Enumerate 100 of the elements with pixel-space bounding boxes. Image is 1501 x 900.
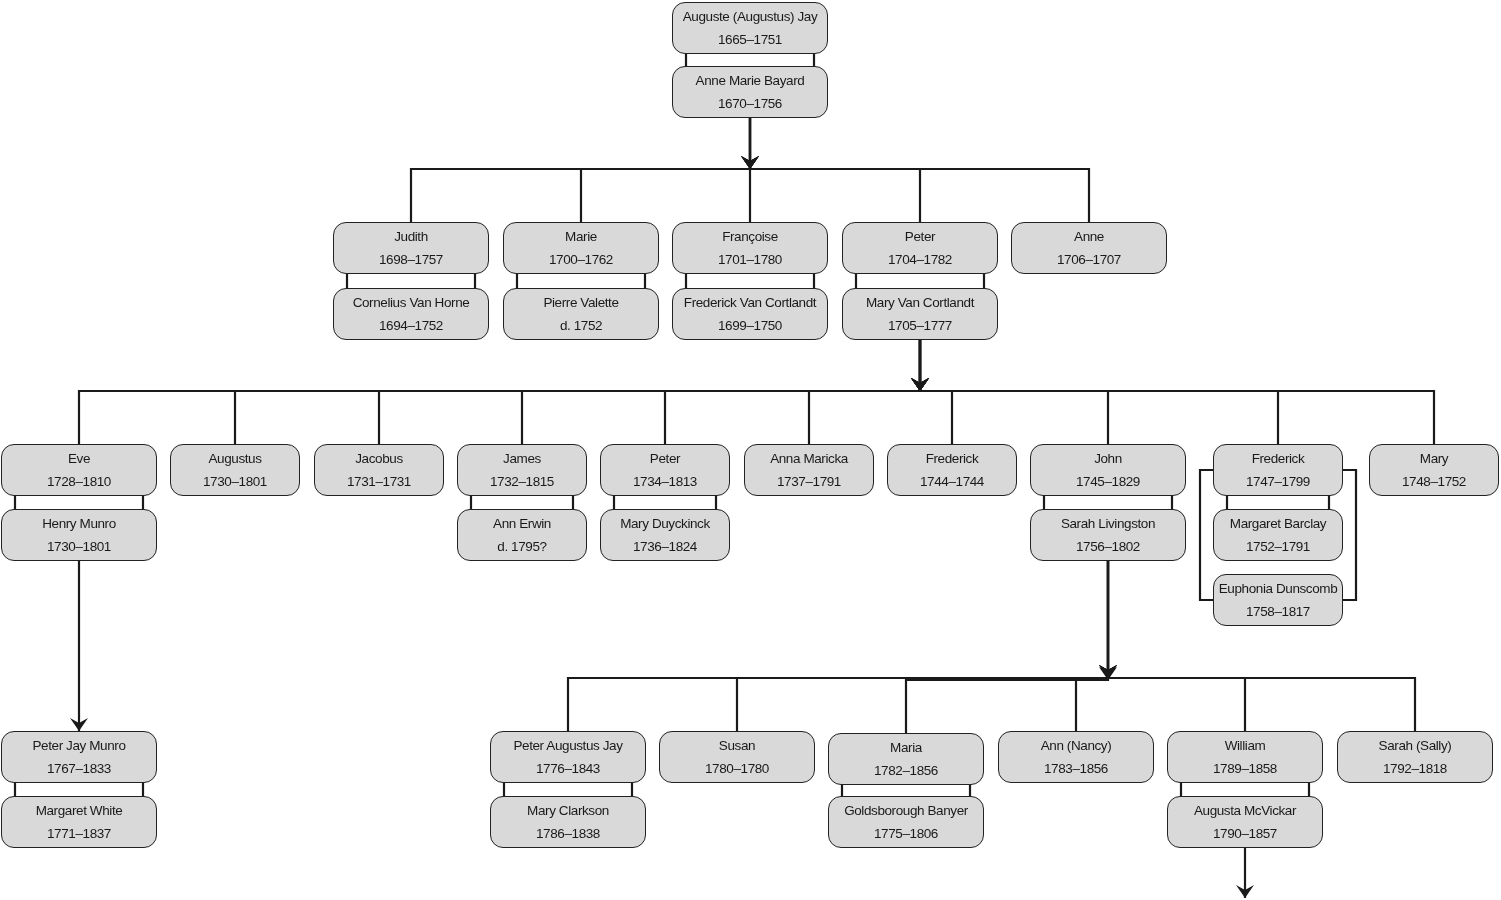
person-name: Peter bbox=[904, 228, 936, 246]
life-dates: d. 1795? bbox=[497, 538, 547, 556]
person-name: Goldsborough Banyer bbox=[844, 802, 968, 820]
person-box bbox=[600, 444, 730, 496]
person-box bbox=[998, 731, 1154, 783]
person-box bbox=[457, 509, 587, 561]
spouse-link bbox=[840, 783, 972, 798]
person-box bbox=[672, 66, 828, 118]
person-name: Peter Augustus Jay bbox=[513, 737, 623, 755]
person-name: Mary Clarkson bbox=[527, 802, 609, 820]
life-dates: 1705–1777 bbox=[888, 317, 952, 335]
life-dates: 1758–1817 bbox=[1246, 603, 1310, 621]
life-dates: 1736–1824 bbox=[633, 538, 697, 556]
person-box bbox=[503, 288, 659, 340]
arrow bbox=[1236, 848, 1254, 898]
life-dates: 1730–1801 bbox=[203, 473, 267, 491]
person-box bbox=[1, 509, 157, 561]
spouse-link bbox=[854, 272, 986, 290]
life-dates: 1747–1799 bbox=[1246, 473, 1310, 491]
person-name: Margaret Barclay bbox=[1229, 515, 1327, 533]
spouse-bracket bbox=[1198, 468, 1358, 602]
person-box bbox=[1167, 731, 1323, 783]
person-name: Ann Erwin bbox=[493, 515, 551, 533]
person-box bbox=[1167, 796, 1323, 848]
life-dates: 1744–1744 bbox=[920, 473, 984, 491]
connector bbox=[1099, 561, 1417, 731]
person-box bbox=[1213, 509, 1343, 561]
person-box bbox=[828, 796, 984, 848]
person-box bbox=[828, 733, 984, 785]
person-name: Frederick bbox=[925, 450, 979, 468]
person-name: Judith bbox=[394, 228, 428, 246]
person-box bbox=[1011, 222, 1167, 274]
person-name: Mary bbox=[1419, 450, 1449, 468]
person-name: Mary Van Cortlandt bbox=[865, 294, 975, 312]
person-name: Ann (Nancy) bbox=[1040, 737, 1112, 755]
life-dates: d. 1752 bbox=[559, 317, 603, 335]
spouse-link bbox=[515, 272, 647, 290]
life-dates: 1790–1857 bbox=[1213, 825, 1277, 843]
person-name: Marie bbox=[565, 228, 597, 246]
life-dates: 1780–1780 bbox=[705, 760, 769, 778]
person-box bbox=[457, 444, 587, 496]
person-box bbox=[333, 288, 489, 340]
arrow bbox=[70, 561, 88, 731]
person-name: Françoise bbox=[722, 228, 778, 246]
life-dates: 1700–1762 bbox=[549, 251, 613, 269]
person-name: Peter bbox=[649, 450, 681, 468]
life-dates: 1756–1802 bbox=[1076, 538, 1140, 556]
life-dates: 1745–1829 bbox=[1076, 473, 1140, 491]
life-dates: 1776–1843 bbox=[536, 760, 600, 778]
person-name: Anna Maricka bbox=[770, 450, 848, 468]
life-dates: 1732–1815 bbox=[490, 473, 554, 491]
life-dates: 1783–1856 bbox=[1044, 760, 1108, 778]
person-box bbox=[842, 222, 998, 274]
life-dates: 1775–1806 bbox=[874, 825, 938, 843]
person-box bbox=[744, 444, 874, 496]
spouse-link bbox=[684, 272, 816, 290]
person-name: Auguste (Augustus) Jay bbox=[682, 8, 818, 26]
life-dates: 1748–1752 bbox=[1402, 473, 1466, 491]
person-name: Margaret White bbox=[35, 802, 123, 820]
spouse-link bbox=[13, 494, 145, 511]
life-dates: 1789–1858 bbox=[1213, 760, 1277, 778]
spouse-link bbox=[13, 781, 145, 798]
life-dates: 1782–1856 bbox=[874, 762, 938, 780]
person-name: Maria bbox=[890, 739, 922, 757]
person-box bbox=[1337, 731, 1493, 783]
person-box bbox=[490, 731, 646, 783]
life-dates: 1734–1813 bbox=[633, 473, 697, 491]
person-box bbox=[842, 288, 998, 340]
life-dates: 1706–1707 bbox=[1057, 251, 1121, 269]
life-dates: 1767–1833 bbox=[47, 760, 111, 778]
person-box bbox=[1, 731, 157, 783]
life-dates: 1786–1838 bbox=[536, 825, 600, 843]
life-dates: 1699–1750 bbox=[718, 317, 782, 335]
spouse-link bbox=[1179, 781, 1311, 798]
person-name: Euphonia Dunscomb bbox=[1218, 580, 1338, 598]
person-box bbox=[600, 509, 730, 561]
connector bbox=[741, 118, 1091, 222]
person-name: Anne bbox=[1074, 228, 1104, 246]
spouse-link bbox=[684, 52, 816, 68]
spouse-link bbox=[469, 494, 575, 511]
person-box bbox=[503, 222, 659, 274]
person-name: Henry Munro bbox=[42, 515, 116, 533]
life-dates: 1737–1791 bbox=[777, 473, 841, 491]
life-dates: 1792–1818 bbox=[1383, 760, 1447, 778]
spouse-link bbox=[1042, 494, 1174, 511]
person-box bbox=[672, 2, 828, 54]
person-name: Augusta McVickar bbox=[1193, 802, 1297, 820]
person-name: Anne Marie Bayard bbox=[695, 72, 805, 90]
life-dates: 1771–1837 bbox=[47, 825, 111, 843]
person-name: Augustus bbox=[208, 450, 262, 468]
person-name: John bbox=[1094, 450, 1122, 468]
life-dates: 1694–1752 bbox=[379, 317, 443, 335]
person-name: Susan bbox=[718, 737, 756, 755]
person-box bbox=[333, 222, 489, 274]
person-box bbox=[1, 444, 157, 496]
person-box bbox=[1369, 444, 1499, 496]
person-box bbox=[1030, 444, 1186, 496]
person-box bbox=[1, 796, 157, 848]
spouse-link bbox=[612, 494, 718, 511]
person-name: James bbox=[503, 450, 541, 468]
